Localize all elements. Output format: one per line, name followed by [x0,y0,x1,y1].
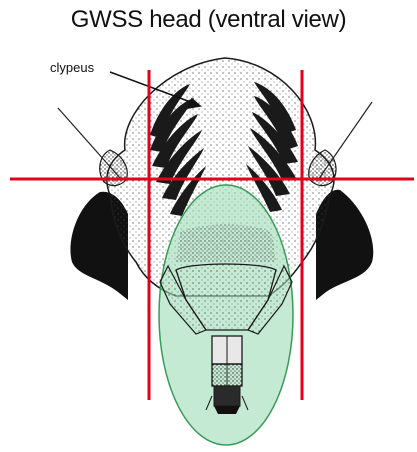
rostrum-segment-3 [214,386,240,406]
rostrum-tip [214,406,240,414]
clypeus-base-shading [176,225,276,263]
